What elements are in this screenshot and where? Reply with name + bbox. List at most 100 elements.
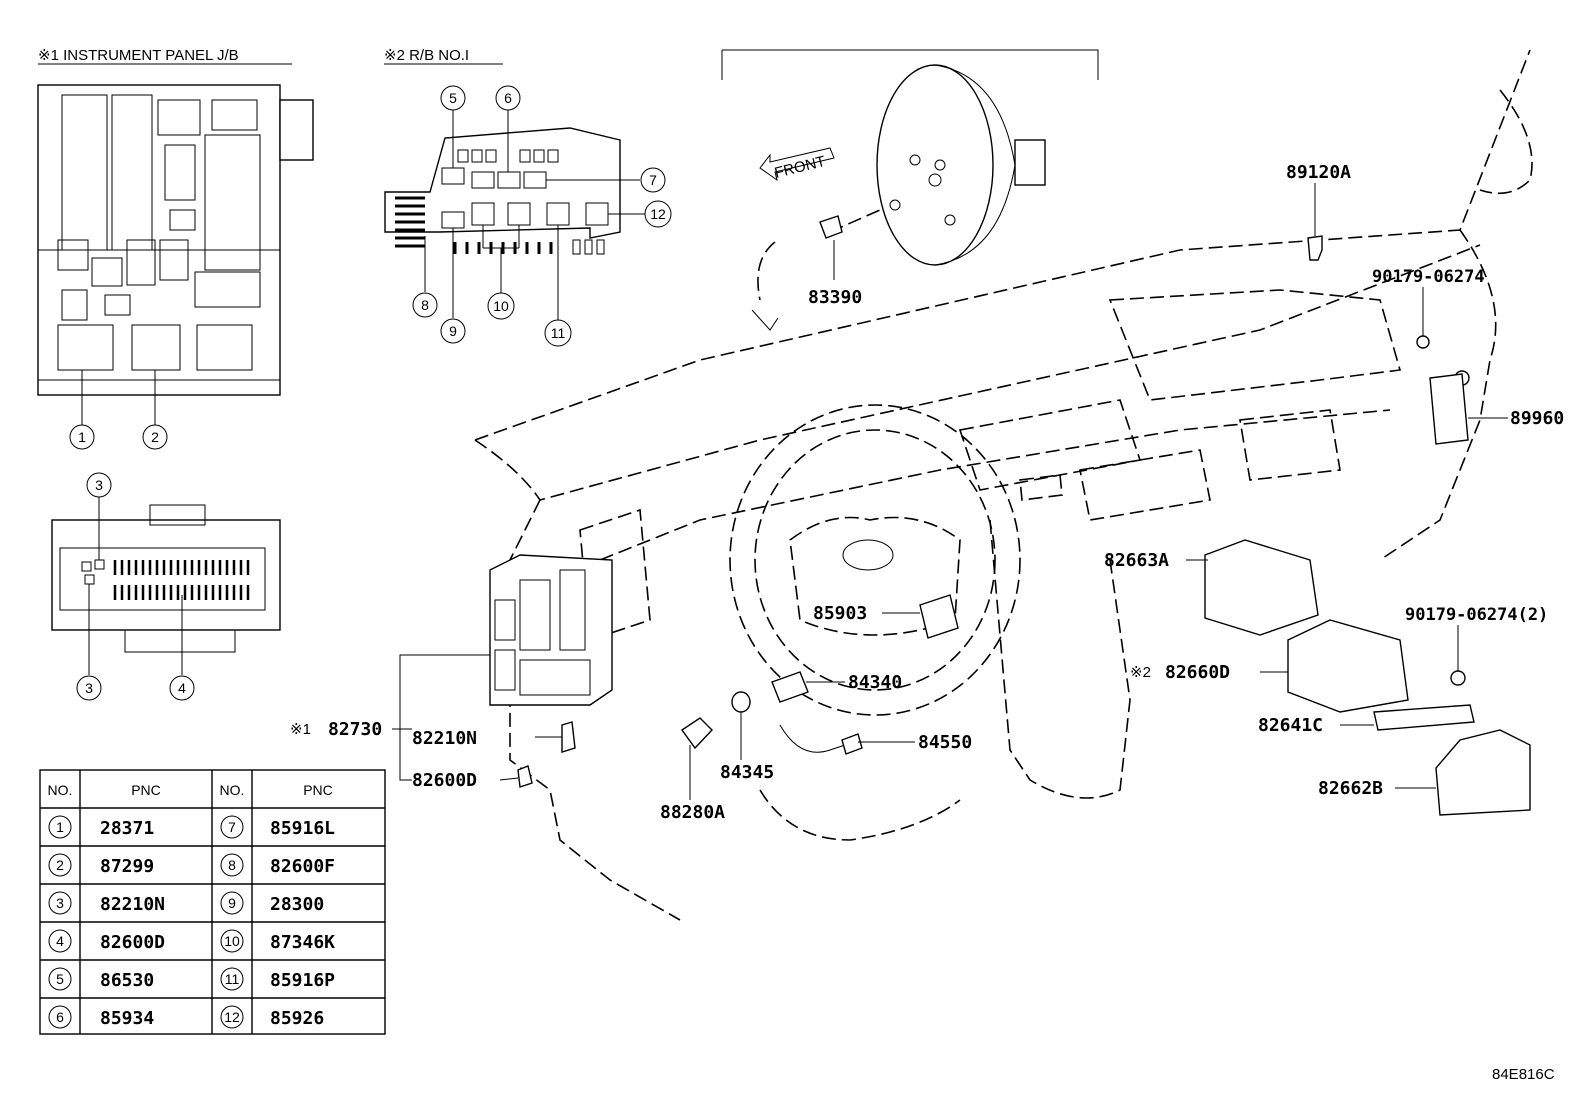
jb-lower-view-drawing <box>51 504 281 653</box>
svg-text:2: 2 <box>151 429 159 445</box>
table-header-pnc-b: PNC <box>303 782 333 798</box>
label-89120a: 89120A <box>1286 162 1351 183</box>
part-89120a <box>1307 235 1323 261</box>
part-84550-harness <box>779 724 846 753</box>
part-82600d <box>517 765 533 788</box>
label-84345: 84345 <box>720 762 774 783</box>
svg-text:87299: 87299 <box>100 856 154 877</box>
callout-9: 9 <box>440 318 466 344</box>
instrument-panel-jb-header: ※1 INSTRUMENT PANEL J/B <box>38 47 239 64</box>
svg-text:82600D: 82600D <box>100 932 165 953</box>
part-84345 <box>731 691 751 713</box>
svg-text:4: 4 <box>56 933 64 949</box>
svg-text:12: 12 <box>224 1009 240 1025</box>
svg-text:28371: 28371 <box>100 818 154 839</box>
table-header-no-a: NO. <box>48 782 73 798</box>
part-85903 <box>919 594 959 639</box>
label-89960: 89960 <box>1510 408 1564 429</box>
svg-text:7: 7 <box>649 172 657 188</box>
label-82600d: 82600D <box>412 770 477 791</box>
svg-text:85926: 85926 <box>270 1008 324 1029</box>
brake-booster-drawing: FRONT <box>721 49 1099 331</box>
label-84340: 84340 <box>848 672 902 693</box>
label-85903: 85903 <box>813 603 867 624</box>
svg-text:87346K: 87346K <box>270 932 335 953</box>
svg-text:11: 11 <box>551 325 566 341</box>
svg-text:5: 5 <box>449 90 457 106</box>
svg-text:3: 3 <box>85 680 93 696</box>
table-header-no-b: NO. <box>220 782 245 798</box>
svg-text:28300: 28300 <box>270 894 324 915</box>
label-82730: 82730 <box>328 719 382 740</box>
svg-text:85916L: 85916L <box>270 818 335 839</box>
table-row: 1 28371 7 85916L <box>48 815 335 839</box>
label-90179-06274: 90179-06274 <box>1372 267 1485 287</box>
callout-1: 1 <box>69 424 95 450</box>
svg-text:8: 8 <box>421 297 429 313</box>
svg-text:9: 9 <box>449 323 457 339</box>
svg-text:9: 9 <box>228 895 236 911</box>
label-83390: 83390 <box>808 287 862 308</box>
part-90179-06274-2 <box>1450 670 1466 686</box>
callout-8: 8 <box>412 292 438 318</box>
svg-text:85916P: 85916P <box>270 970 335 991</box>
svg-text:12: 12 <box>650 206 666 222</box>
label-82663a: 82663A <box>1104 550 1169 571</box>
svg-text:8: 8 <box>228 857 236 873</box>
part-82641c <box>1373 704 1475 731</box>
steering-wheel-drawing <box>729 404 1021 716</box>
jb-assembly-drawing <box>489 554 613 706</box>
table-header-pnc-a: PNC <box>131 782 161 798</box>
callout-2: 2 <box>142 424 168 450</box>
svg-text:5: 5 <box>56 971 64 987</box>
label-90179-06274-2: 90179-06274(2) <box>1405 605 1548 625</box>
table-row: 5 86530 11 85916P <box>48 967 335 991</box>
part-82662b <box>1435 729 1531 816</box>
parts-table: NO. PNC NO. PNC 1 28371 7 85916L 2 87299… <box>39 769 386 1035</box>
part-84340 <box>771 671 809 703</box>
svg-text:86530: 86530 <box>100 970 154 991</box>
label-82662b: 82662B <box>1318 778 1383 799</box>
svg-text:1: 1 <box>78 429 86 445</box>
front-arrow-label: FRONT <box>773 153 827 182</box>
table-row: 6 85934 12 85926 <box>48 1005 324 1029</box>
svg-text:3: 3 <box>95 477 103 493</box>
table-row: 4 82600D 10 87346K <box>48 929 335 953</box>
callout-4: 4 <box>169 675 195 701</box>
label-82641c: 82641C <box>1258 715 1323 736</box>
relay-block-drawing <box>384 127 621 255</box>
callout-5: 5 <box>440 85 466 111</box>
svg-text:10: 10 <box>224 933 240 949</box>
callout-6: 6 <box>495 85 521 111</box>
part-88280a <box>681 717 713 750</box>
svg-text:6: 6 <box>56 1009 64 1025</box>
label-84550: 84550 <box>918 732 972 753</box>
label-82660d: 82660D <box>1165 662 1230 683</box>
svg-text:82600F: 82600F <box>270 856 335 877</box>
part-84550 <box>841 733 863 755</box>
svg-text:10: 10 <box>493 298 509 314</box>
table-row: 3 82210N 9 28300 <box>48 891 324 915</box>
callout-3-bottom: 3 <box>76 675 102 701</box>
marker-2: ※2 <box>1130 664 1151 681</box>
part-89960 <box>1429 373 1469 445</box>
svg-text:11: 11 <box>225 971 240 987</box>
callout-10: 10 <box>487 292 515 320</box>
dashboard-outline <box>474 49 1533 921</box>
part-82210n <box>561 721 576 753</box>
callout-7: 7 <box>640 167 666 193</box>
marker-1: ※1 <box>290 721 311 738</box>
label-88280a: 88280A <box>660 802 725 823</box>
svg-text:82210N: 82210N <box>100 894 165 915</box>
svg-text:7: 7 <box>228 819 236 835</box>
part-82660d <box>1287 619 1409 713</box>
callout-3-top: 3 <box>86 472 112 498</box>
instrument-panel-jb-drawing <box>37 84 314 396</box>
callout-12: 12 <box>644 200 672 228</box>
svg-text:2: 2 <box>56 857 64 873</box>
svg-text:85934: 85934 <box>100 1008 154 1029</box>
part-90179-06274 <box>1416 335 1430 349</box>
label-82210n: 82210N <box>412 728 477 749</box>
table-row: 2 87299 8 82600F <box>48 853 335 877</box>
svg-text:3: 3 <box>56 895 64 911</box>
